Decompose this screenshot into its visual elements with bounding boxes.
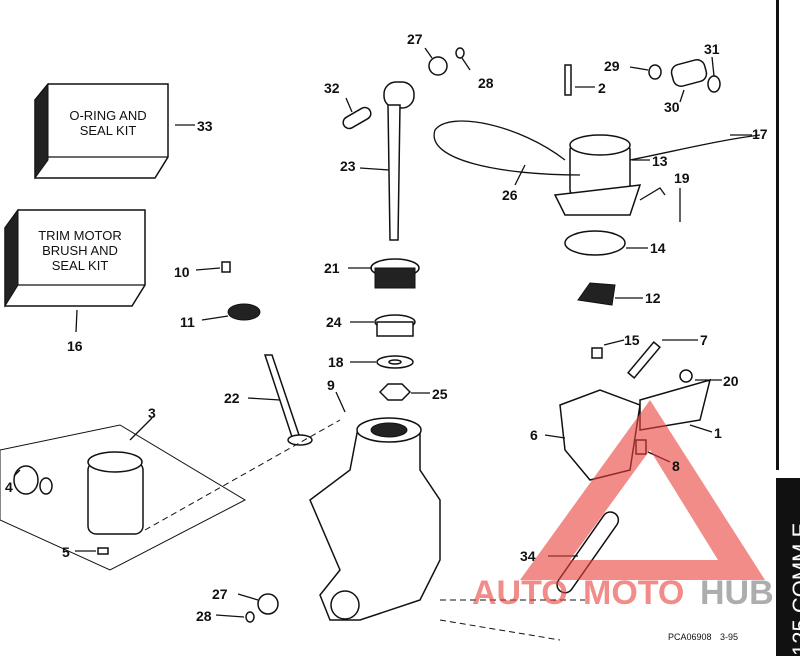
trim-kit-line1: TRIM MOTOR	[38, 228, 122, 243]
callout-7: 7	[700, 332, 708, 348]
trim-motor-kit-box: TRIM MOTOR BRUSH AND SEAL KIT 16	[4, 208, 146, 354]
trim-kit-line2: BRUSH AND	[42, 243, 118, 258]
callout-27-bottom: 27	[212, 586, 228, 602]
figure-date: 3-95	[720, 632, 738, 642]
callout-30: 30	[664, 99, 680, 115]
callout-28-bottom: 28	[196, 608, 212, 624]
oring-seal-kit-box: O-RING AND SEAL KIT 33	[34, 82, 213, 180]
side-tab-label: 125 COMM E	[788, 523, 800, 656]
callout-32: 32	[324, 80, 340, 96]
callout-26: 26	[502, 187, 518, 203]
callout-2: 2	[598, 80, 606, 96]
callout-15: 15	[624, 332, 640, 348]
figure-code: PCA06908	[668, 632, 712, 642]
oring-kit-line1: O-RING AND	[69, 108, 146, 123]
callout-27-top: 27	[407, 31, 423, 47]
callout-29: 29	[604, 58, 620, 74]
page-edge	[776, 0, 779, 470]
callout-12: 12	[645, 290, 661, 306]
callout-23: 23	[340, 158, 356, 174]
callout-5: 5	[62, 544, 70, 560]
oring-kit-line2: SEAL KIT	[80, 123, 137, 138]
callout-16: 16	[67, 338, 83, 354]
side-tab	[776, 478, 800, 656]
callout-20: 20	[723, 373, 739, 389]
callout-34: 34	[520, 548, 536, 564]
callout-25: 25	[432, 386, 448, 402]
callout-21: 21	[324, 260, 340, 276]
trim-kit-line3: SEAL KIT	[52, 258, 109, 273]
watermark-hub: HUB	[700, 574, 774, 612]
callout-17: 17	[752, 126, 768, 142]
callout-18: 18	[328, 354, 344, 370]
callout-33: 33	[197, 118, 213, 134]
callout-numbers: 27 28 32 2 29 31 30 17 13 19 26 23 14 21…	[5, 31, 768, 624]
callout-13: 13	[652, 153, 668, 169]
callout-9: 9	[327, 377, 335, 393]
callout-8: 8	[672, 458, 680, 474]
callout-1: 1	[714, 425, 722, 441]
callout-14: 14	[650, 240, 666, 256]
callout-11: 11	[180, 314, 195, 330]
callout-24: 24	[326, 314, 342, 330]
callout-10: 10	[174, 264, 190, 280]
leader-lines	[13, 47, 752, 618]
watermark-moto: MOTO	[583, 574, 684, 612]
callout-3: 3	[148, 405, 156, 421]
callout-28-top: 28	[478, 75, 494, 91]
watermark-auto: AUTO	[472, 574, 568, 612]
callout-19: 19	[674, 170, 690, 186]
callout-4: 4	[5, 479, 13, 495]
callout-22: 22	[224, 390, 240, 406]
callout-31: 31	[704, 41, 720, 57]
watermark-logo: AUTO MOTO HUB	[472, 400, 774, 612]
callout-6: 6	[530, 427, 538, 443]
